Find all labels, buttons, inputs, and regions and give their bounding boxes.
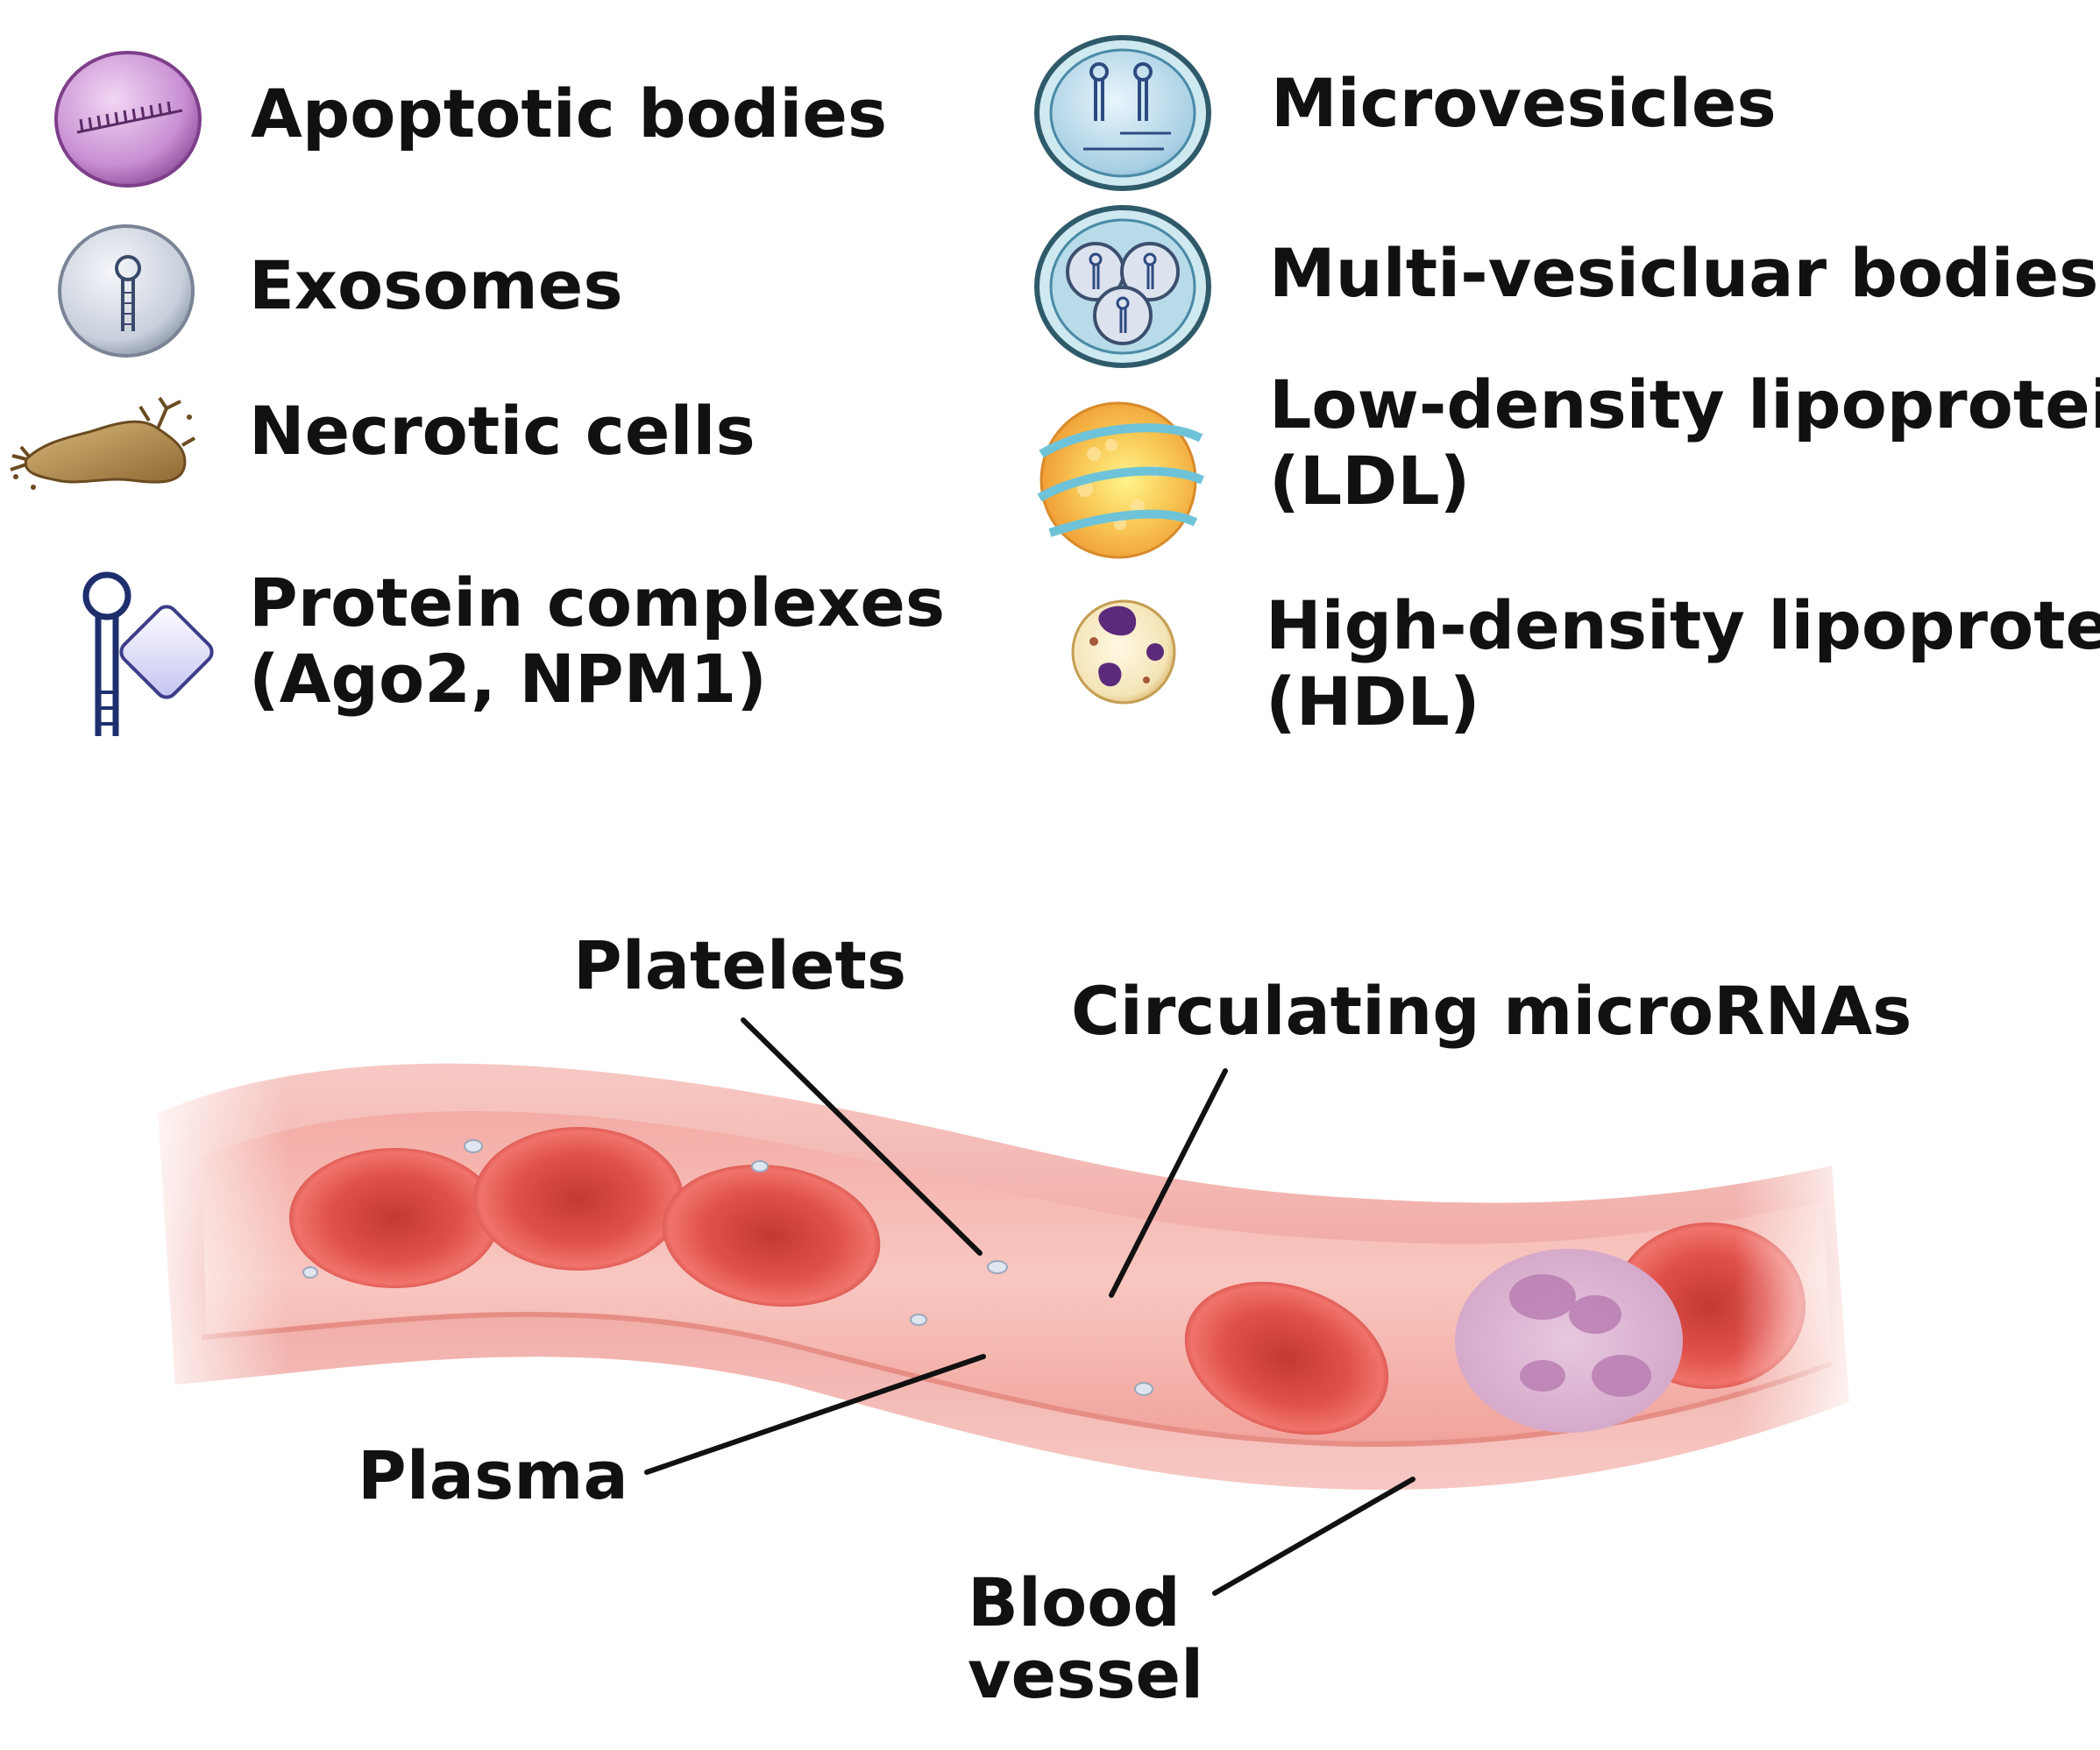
apoptotic-bodies-icon	[54, 51, 202, 188]
multi-vesicular-bodies-label: Multi-vesicluar bodies	[1269, 234, 2099, 312]
red-blood-cell	[473, 1127, 684, 1271]
platelet	[987, 1260, 1008, 1274]
microvesicles-label: Microvesicles	[1271, 64, 1777, 142]
multi-vesicular-bodies-icon	[1034, 205, 1211, 368]
ldl-line2: (LDL)	[1269, 442, 1471, 521]
apoptotic-bodies-label: Apoptotic bodies	[251, 74, 888, 152]
red-blood-cell	[289, 1148, 500, 1288]
ldl-label: Low-density lipoprotein (LDL)	[1269, 366, 2100, 520]
blood-vessel-line2: vessel	[968, 1635, 1204, 1714]
platelet	[910, 1314, 927, 1326]
protein-complexes-line1: Protein complexes	[249, 563, 946, 641]
hdl-line1: High-density lipoprotein	[1266, 586, 2100, 664]
plasma-leader-line	[644, 1354, 986, 1475]
microvesicles-icon	[1034, 35, 1211, 191]
exosomes-label: Exosomes	[249, 246, 623, 324]
circulating-leader-line	[1109, 1068, 1228, 1298]
circulating-microRNAs-label: Circulating microRNAs	[1071, 972, 1912, 1050]
red-blood-cell	[662, 1164, 881, 1307]
hdl-label: High-density lipoprotein (HDL)	[1266, 587, 2100, 740]
protein-complexes-icon	[82, 571, 214, 736]
protein-complexes-label: Protein complexes (Ago2, NPM1)	[249, 564, 945, 718]
red-blood-cell	[1184, 1281, 1389, 1435]
platelets-label: Platelets	[573, 926, 907, 1004]
ldl-icon	[1037, 401, 1205, 559]
white-blood-cell	[1455, 1249, 1683, 1433]
platelet	[1134, 1382, 1153, 1396]
hdl-line2: (HDL)	[1266, 662, 1480, 741]
platelet	[302, 1266, 318, 1279]
blood-vessel-leader-line	[1212, 1477, 1415, 1596]
necrotic-cells-label: Necrotic cells	[249, 392, 756, 470]
platelets-leader-line	[741, 1017, 983, 1256]
exosomes-icon	[58, 224, 195, 358]
protein-complexes-line2: (Ago2, NPM1)	[249, 640, 767, 719]
ldl-line1: Low-density lipoprotein	[1269, 365, 2100, 443]
blood-vessel-line1: Blood	[968, 1563, 1181, 1641]
blood-vessel-label: Blood vessel	[968, 1563, 1204, 1714]
hdl-icon	[1071, 599, 1176, 705]
necrotic-cells-icon	[10, 396, 195, 490]
platelet	[751, 1160, 769, 1173]
plasma-label: Plasma	[358, 1436, 628, 1514]
platelet	[464, 1139, 483, 1153]
